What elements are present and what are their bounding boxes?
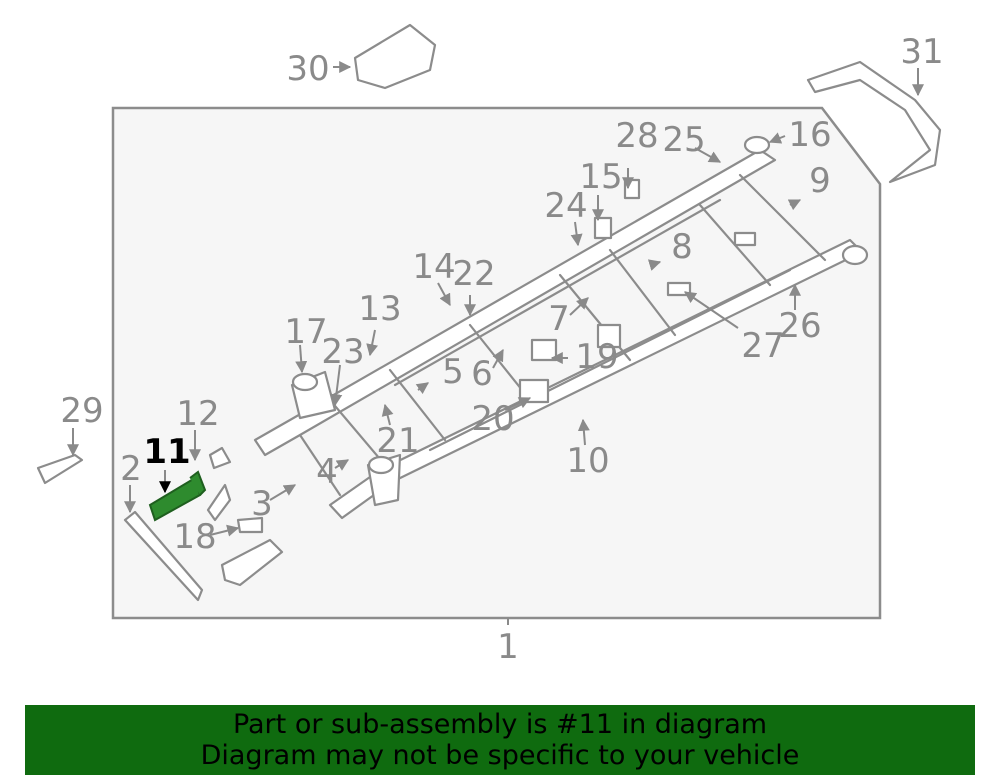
callout-4: 4 [316, 452, 338, 492]
callout-23: 23 [321, 332, 364, 372]
banner-line-1: Part or sub-assembly is #11 in diagram [232, 709, 768, 740]
part-30-shape [353, 23, 437, 90]
callout-6: 6 [471, 354, 493, 394]
callout-30: 30 [286, 49, 329, 89]
callout-8: 8 [671, 227, 693, 267]
callout-24: 24 [544, 186, 587, 226]
callout-28: 28 [615, 116, 658, 156]
callout-27: 27 [741, 326, 784, 366]
banner-line-2: Diagram may not be specific to your vehi… [200, 740, 800, 771]
callout-31: 31 [900, 32, 943, 72]
part-29-shape [36, 453, 84, 485]
part-2-shape [123, 510, 204, 602]
callout-14: 14 [412, 247, 455, 287]
frame-assembly-drawing [253, 135, 869, 520]
callout-21: 21 [376, 421, 419, 461]
part-12-shape [208, 446, 232, 470]
leader-lines [67, 61, 924, 625]
callout-5: 5 [442, 352, 464, 392]
callout-22: 22 [452, 254, 495, 294]
callout-13: 13 [358, 289, 401, 329]
part-18-shape [236, 516, 264, 534]
callout-17: 17 [284, 312, 327, 352]
callout-15: 15 [579, 157, 622, 197]
frame-parts-diagram: 1 2 3 4 5 6 7 8 9 10 11 12 13 14 15 16 1… [36, 23, 944, 667]
bracket-lower-shape [220, 538, 284, 587]
info-banner: Part or sub-assembly is #11 in diagram D… [25, 705, 975, 775]
part-31-shape [806, 60, 942, 184]
callout-9: 9 [809, 161, 831, 201]
part-misc-shape [206, 483, 232, 522]
callout-12: 12 [176, 394, 219, 434]
callout-7: 7 [548, 299, 570, 339]
callout-16: 16 [788, 115, 831, 155]
callout-10: 10 [566, 441, 609, 481]
callout-29: 29 [60, 391, 103, 431]
callout-11: 11 [143, 432, 190, 472]
callout-2: 2 [120, 449, 142, 489]
callout-25: 25 [662, 120, 705, 160]
callout-18: 18 [173, 517, 216, 557]
callout-1: 1 [497, 627, 519, 667]
callout-20: 20 [471, 399, 514, 439]
callout-19: 19 [575, 337, 618, 377]
callout-3: 3 [251, 484, 273, 524]
callout-26: 26 [778, 306, 821, 346]
